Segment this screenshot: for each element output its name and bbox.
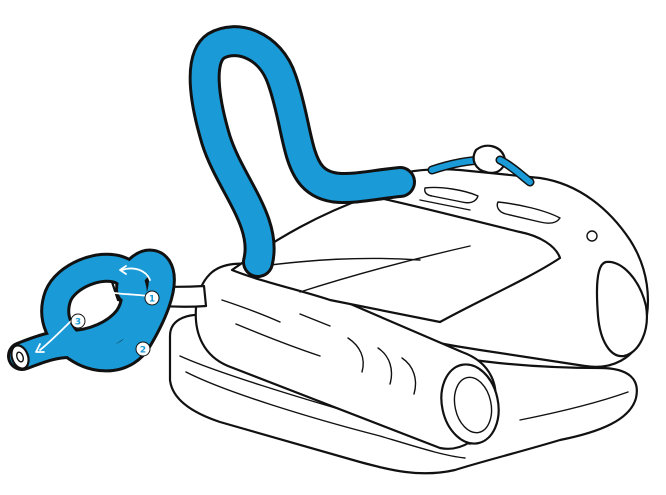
svg-text:3: 3 [75, 318, 81, 328]
direction-arrow-3 [39, 319, 73, 351]
step-marker-3: 3 [70, 313, 86, 329]
step-markers: 1 2 3 [70, 290, 160, 357]
direction-arrow-1 [99, 289, 149, 297]
hose-main [191, 28, 413, 275]
hose-knot [10, 251, 173, 370]
svg-text:1: 1 [149, 295, 155, 305]
step-marker-2: 2 [135, 341, 151, 357]
svg-text:2: 2 [140, 346, 146, 356]
direction-arrow-2 [121, 267, 151, 281]
device-right-wheel [595, 260, 648, 358]
roller-end-cap [440, 363, 500, 445]
cleaner-device [168, 168, 650, 475]
hose-end [10, 344, 30, 370]
hose [7, 25, 416, 373]
step-marker-1: 1 [144, 290, 160, 306]
handle-cord [427, 144, 535, 187]
